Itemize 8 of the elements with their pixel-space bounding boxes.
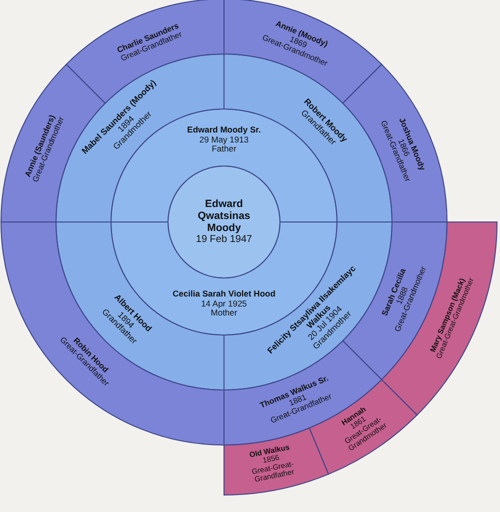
relationship-label: Mother bbox=[210, 308, 238, 318]
relationship-label: 19 Feb 1947 bbox=[194, 234, 254, 246]
birth-date: 14 Apr 1925 bbox=[200, 299, 248, 309]
person-name: Cecilia Sarah Violet Hood bbox=[172, 290, 276, 300]
person-name: Edward Qwatsinas Moody bbox=[196, 198, 252, 234]
birth-date: 29 May 1913 bbox=[198, 135, 250, 145]
person-name: Edward Moody Sr. bbox=[186, 126, 262, 136]
relationship-label: Father bbox=[210, 144, 238, 154]
